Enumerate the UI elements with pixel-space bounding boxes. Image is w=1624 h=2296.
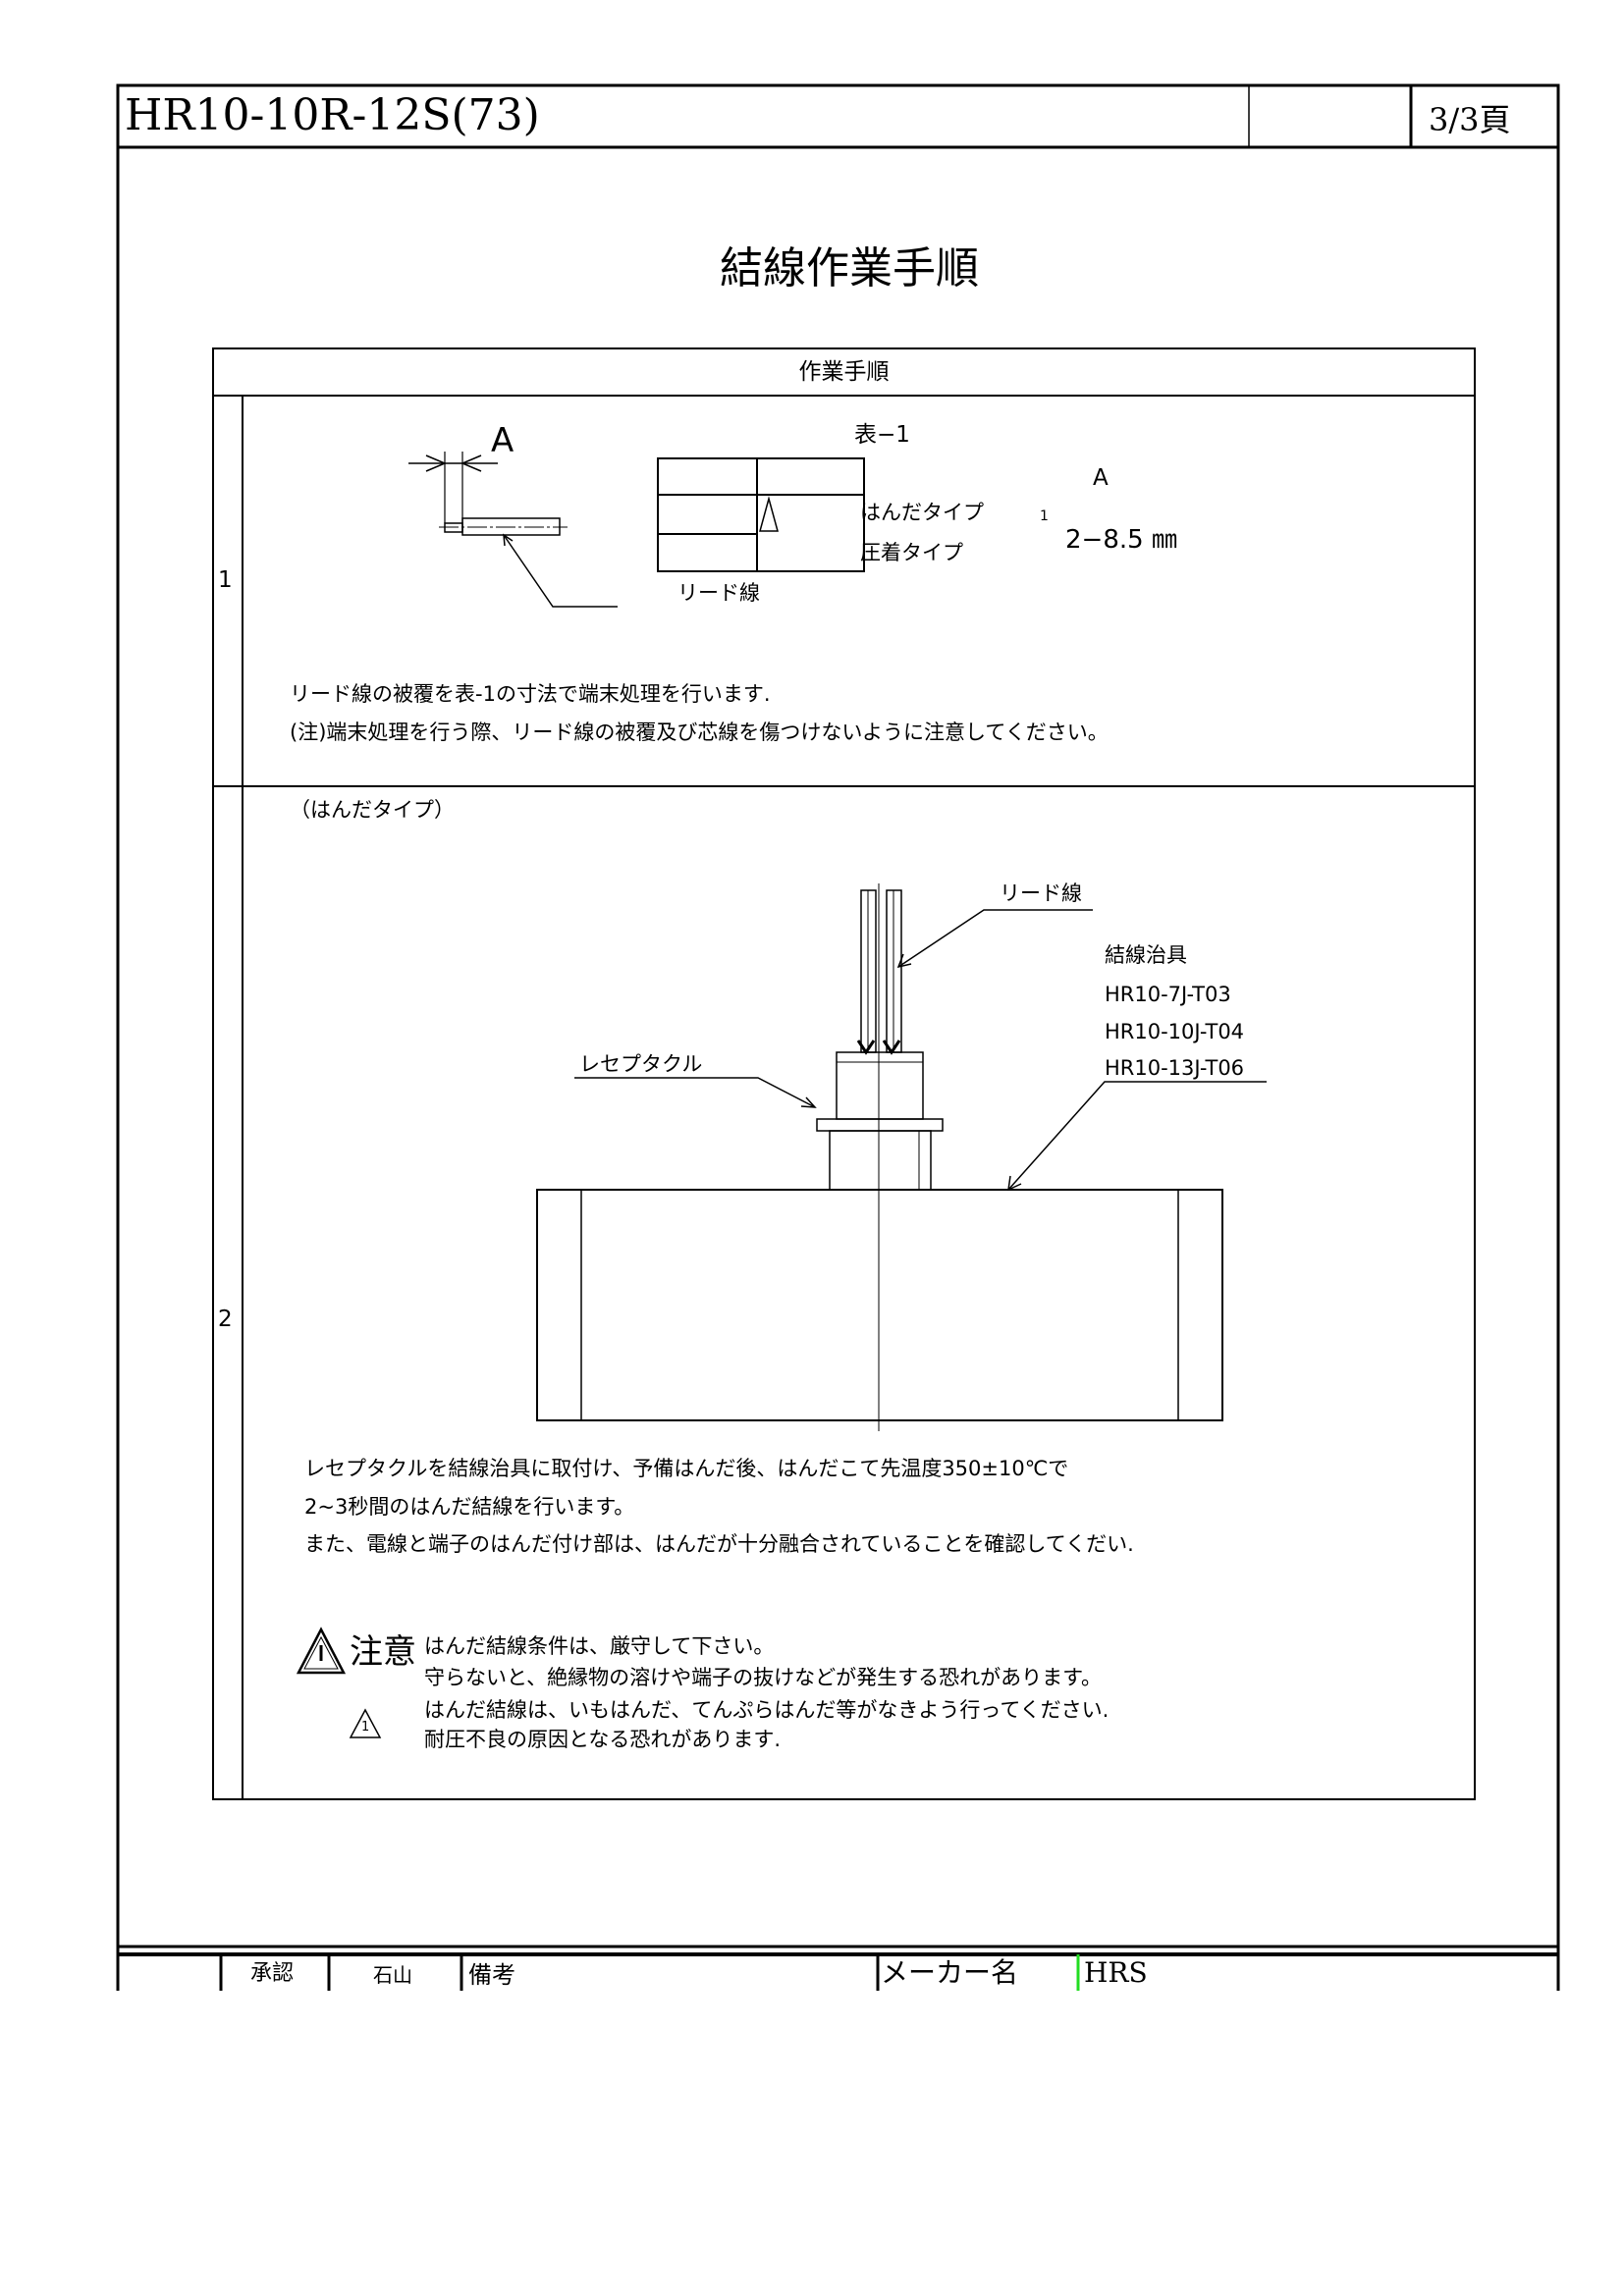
jig-part: HR10-10J-T04 bbox=[1105, 1020, 1245, 1043]
revision-mark: 1 bbox=[1040, 508, 1049, 524]
remarks-label: 備考 bbox=[468, 1961, 515, 1989]
jig-label: 結線治具 bbox=[1105, 943, 1187, 967]
step-note: (注)端末処理を行う際、リード線の被覆及び芯線を傷つけないように注意してください… bbox=[290, 721, 1109, 744]
page-title: 結線作業手順 bbox=[720, 243, 979, 294]
spec-row-crimp: 圧着タイプ bbox=[860, 541, 963, 564]
dimension-label: A bbox=[491, 421, 514, 460]
maker-name: HRS bbox=[1084, 1956, 1148, 1989]
caution-line: 耐圧不良の原因となる恐れがあります. bbox=[424, 1728, 782, 1751]
step-note: 2~3秒間のはんだ結線を行います。 bbox=[304, 1495, 635, 1519]
spec-row-solder: はんだタイプ bbox=[860, 501, 984, 524]
table-header: 作業手順 bbox=[798, 359, 890, 385]
receptacle-label: レセプタクル bbox=[579, 1052, 703, 1076]
step-subtitle: （はんだタイプ） bbox=[290, 798, 455, 822]
approval-label: 承認 bbox=[250, 1961, 295, 1986]
caution-line: はんだ結線は、いもはんだ、てんぷらはんだ等がなきよう行ってください. bbox=[424, 1698, 1110, 1722]
lead-wire-label: リード線 bbox=[1000, 881, 1082, 905]
spec-column-header: A bbox=[1093, 465, 1109, 491]
caution-line: 守らないと、絶縁物の溶けや端子の抜けなどが発生する恐れがあります。 bbox=[424, 1666, 1103, 1689]
page-number: 3/3頁 bbox=[1429, 101, 1511, 138]
caution-line: はんだ結線条件は、厳守して下さい。 bbox=[424, 1634, 775, 1658]
spec-table-caption: 表−1 bbox=[854, 422, 910, 448]
document-number: HR10-10R-12S(73) bbox=[125, 90, 540, 140]
approver-name: 石山 bbox=[373, 1963, 412, 1987]
maker-label: メーカー名 bbox=[881, 1956, 1019, 1989]
step-number: 1 bbox=[218, 567, 233, 593]
spec-value: 2−8.5 ㎜ bbox=[1065, 525, 1177, 555]
jig-part: HR10-7J-T03 bbox=[1105, 983, 1231, 1006]
jig-part: HR10-13J-T06 bbox=[1105, 1056, 1245, 1080]
step-note: リード線の被覆を表-1の寸法で端末処理を行います. bbox=[290, 682, 771, 706]
step-number: 2 bbox=[218, 1307, 233, 1332]
caution-label: 注意 bbox=[350, 1632, 416, 1672]
revision-mark: 1 bbox=[361, 1720, 370, 1735]
step-note: また、電線と端子のはんだ付け部は、はんだが十分融合されていることを確認してくだい… bbox=[304, 1532, 1134, 1556]
step-note: レセプタクルを結線治具に取付け、予備はんだ後、はんだこて先温度350±10℃で bbox=[304, 1457, 1069, 1480]
lead-wire-label: リード線 bbox=[677, 581, 760, 605]
